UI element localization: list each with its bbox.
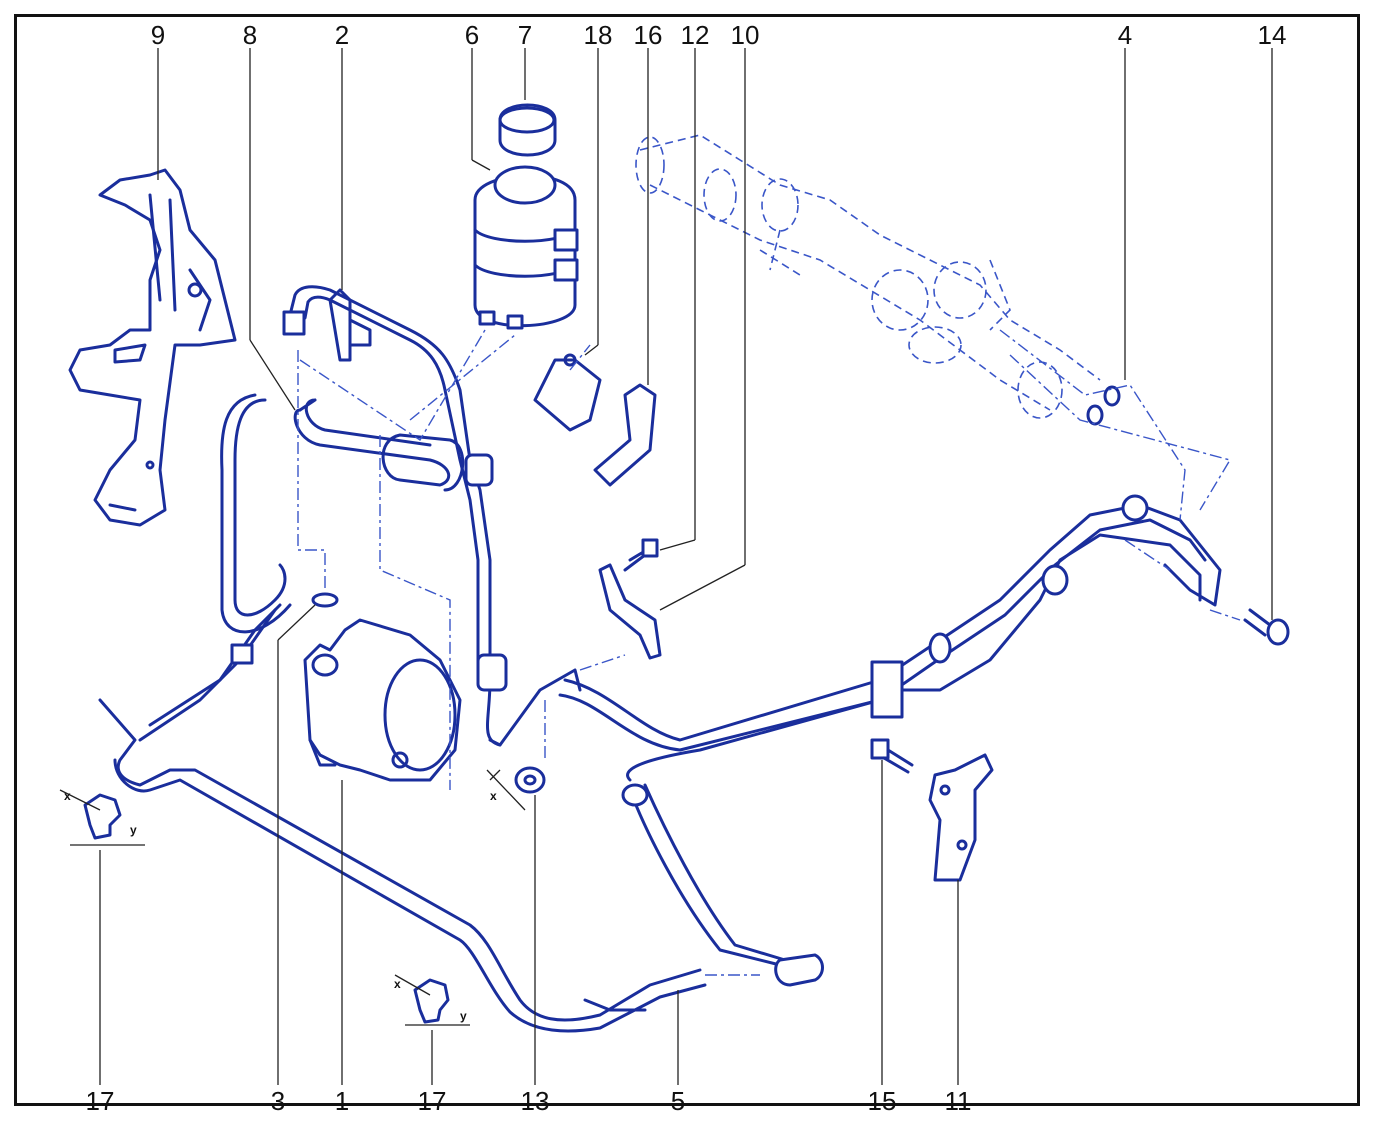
axis-y-label-center: y <box>460 1009 467 1023</box>
callout-8: 8 <box>243 20 257 50</box>
pump-part-1 <box>303 592 462 782</box>
bolt-part-12 <box>623 538 659 572</box>
axis-x-label-nut: x <box>490 789 497 803</box>
callout-17-center: 17 <box>418 1086 447 1116</box>
pipe-part-5 <box>98 603 707 1033</box>
diagram-frame <box>14 14 1360 1106</box>
seal-rings-part-4 <box>1086 385 1121 426</box>
bracket-part-16 <box>593 383 657 487</box>
clip-part-17-center <box>394 974 470 1026</box>
callout-5: 5 <box>671 1086 685 1116</box>
bracket-part-18 <box>533 353 602 432</box>
callout-12: 12 <box>681 20 710 50</box>
callout-3: 3 <box>271 1086 285 1116</box>
axis-x-label-center: x <box>394 977 401 991</box>
callout-2: 2 <box>335 20 349 50</box>
reservoir-cap-part-7 <box>498 103 557 157</box>
bracket-part-10 <box>598 563 662 660</box>
bracket-part-11 <box>928 753 994 882</box>
bracket-part-9 <box>68 168 237 527</box>
bolt-part-14 <box>1243 608 1290 646</box>
axis-x-label-left: x <box>64 789 71 803</box>
axis-y-label-left: y <box>130 823 137 837</box>
reservoir-part-6 <box>473 165 579 330</box>
bolt-part-15 <box>870 738 914 774</box>
callout-4: 4 <box>1118 20 1132 50</box>
hose-part-8 <box>220 393 465 634</box>
callout-15: 15 <box>868 1086 897 1116</box>
callout-9: 9 <box>151 20 165 50</box>
connection-lines <box>297 329 1241 976</box>
callout-17-left: 17 <box>86 1086 115 1116</box>
callout-16: 16 <box>634 20 663 50</box>
callouts-top: 9 8 2 6 7 18 16 12 10 4 14 <box>151 20 1287 50</box>
callout-7: 7 <box>518 20 532 50</box>
pipe-part-2 <box>282 285 508 747</box>
nut-part-13 <box>514 766 546 794</box>
rack-hoses <box>488 494 1222 987</box>
leader-lines <box>99 48 1273 1085</box>
steering-rack-ghost <box>635 134 1101 419</box>
callout-1: 1 <box>335 1086 349 1116</box>
callouts-bottom: 17 3 1 17 13 5 15 11 <box>86 1086 972 1116</box>
callout-18: 18 <box>584 20 613 50</box>
callout-11: 11 <box>945 1086 972 1116</box>
clip-part-17-left <box>59 789 145 846</box>
callout-6: 6 <box>465 20 479 50</box>
callout-13: 13 <box>521 1086 550 1116</box>
callout-14: 14 <box>1258 20 1287 50</box>
axis-markers: x y x y x <box>64 789 497 1023</box>
callout-10: 10 <box>731 20 760 50</box>
